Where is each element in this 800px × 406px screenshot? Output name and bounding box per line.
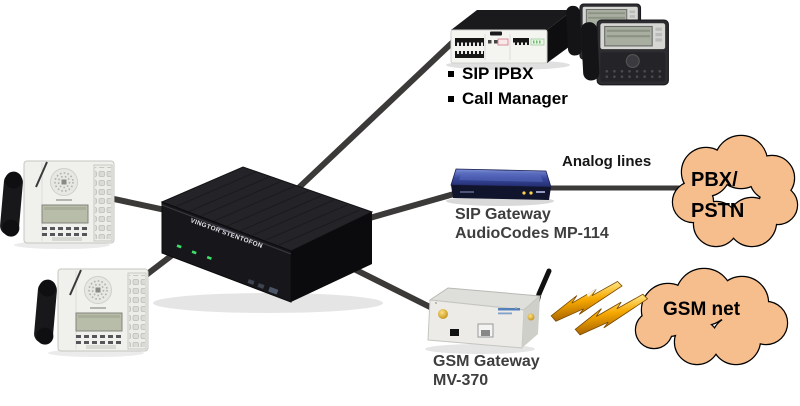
link-central-to-ipbx [287,37,458,199]
sip-gateway-name: SIP Gateway [455,206,551,223]
pbx-cloud-line2: PSTN [691,200,745,222]
ipbx-bullet-1: SIP IPBX [448,64,568,84]
gsm-gateway-model: MV-370 [433,372,489,389]
logo-badge-icon [438,309,448,319]
ipbx-server [446,10,573,70]
bullet-square-icon [448,71,454,77]
ipbx-bullet-1-text: SIP IPBX [462,64,534,83]
led-icon [529,191,533,195]
led-icon [522,191,526,195]
gsm-net-cloud [634,267,789,366]
analog-phone-1 [0,160,116,250]
gsm-gateway-caption: GSM Gateway MV-370 [433,352,540,390]
gsm-gateway-name: GSM Gateway [433,353,540,370]
ipbx-bullet-2-text: Call Manager [462,89,568,108]
ipbx-caption: SIP IPBX Call Manager [448,64,568,114]
analog-lines-label: Analog lines [562,153,652,170]
lightning-bolt-icon [547,280,652,336]
rear-port-icons [247,279,279,295]
antenna-connector-icon [527,313,535,321]
analog-phone-2 [32,268,149,358]
pbx-pstn-cloud-label: PBX/ PSTN [691,165,744,227]
gsm-net-cloud-label: GSM net [663,299,741,320]
sip-gateway-caption: SIP Gateway AudioCodes MP-114 [455,205,609,243]
ip-phone-front [580,19,669,86]
power-port-icon [450,329,459,336]
sip-gateway-model: AudioCodes MP-114 [455,225,609,242]
port-block-icons [455,38,545,58]
pbx-cloud-line1: PBX/ [691,169,738,191]
gsm-gateway-device [425,268,552,354]
status-led-icons [176,244,212,260]
central-intercom-server: VINGTOR STENTOFON [153,166,383,313]
ipbx-bullet-2: Call Manager [448,89,568,109]
pbx-pstn-cloud [671,134,799,248]
sip-gateway-device [446,168,554,206]
bullet-square-icon [448,96,454,102]
